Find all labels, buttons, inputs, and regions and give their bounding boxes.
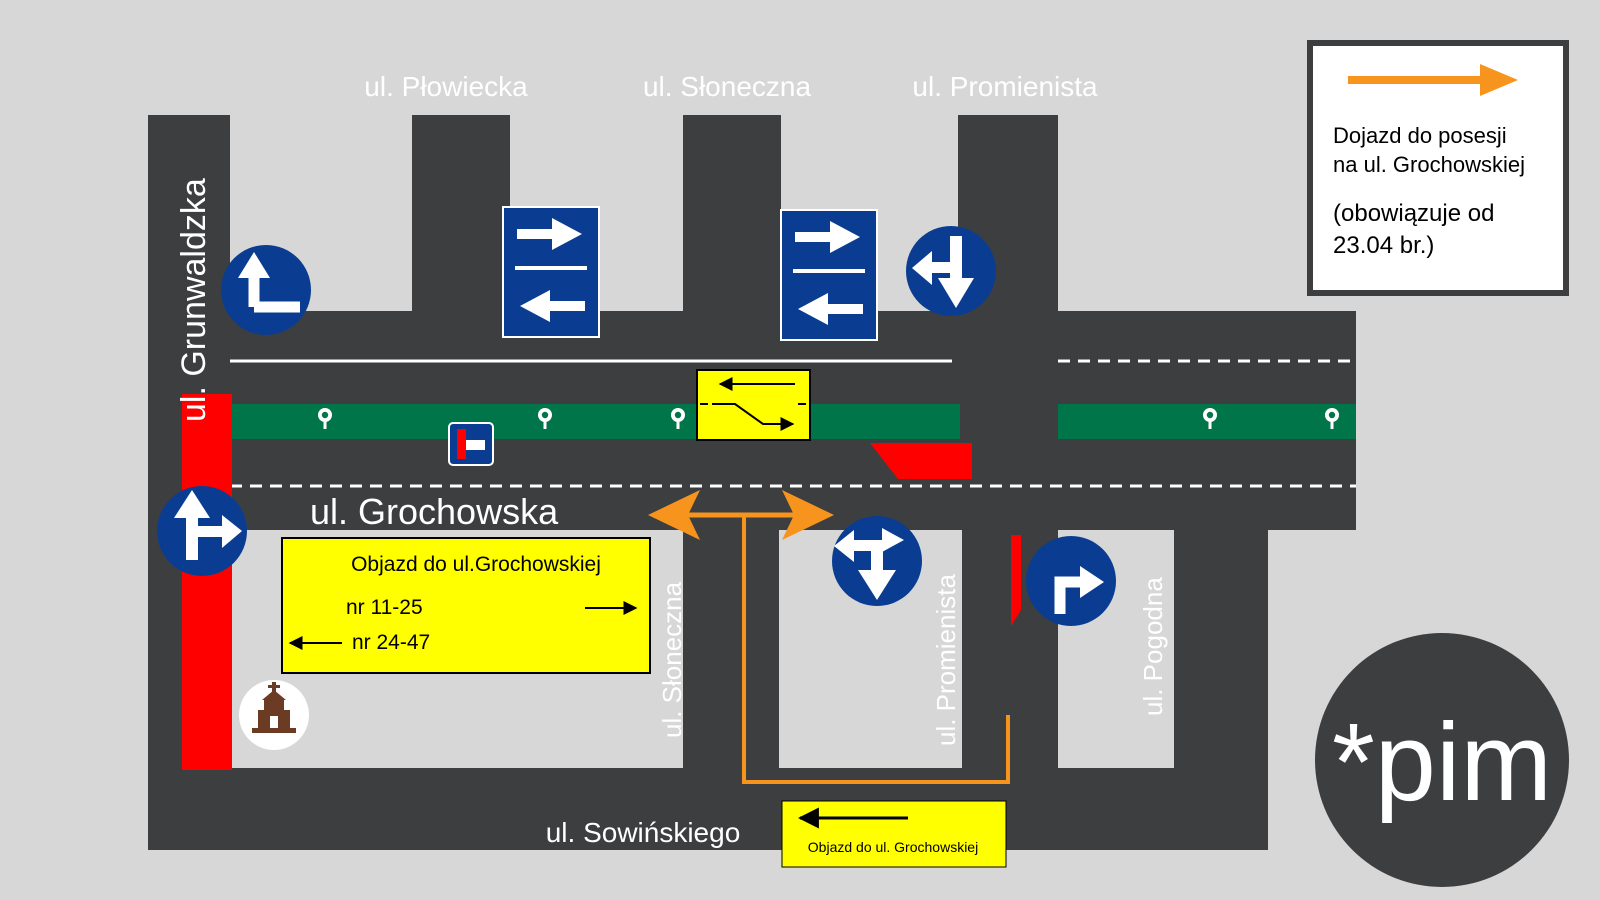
dead-end-sign-icon (448, 422, 494, 466)
label-grunwaldzka: ul. Grunwaldzka (175, 178, 213, 422)
detour-right-range: nr 11-25 (346, 596, 423, 619)
label-promienista-bottom: ul. Promienista (931, 574, 961, 746)
road-sloneczna-north (683, 115, 781, 320)
label-sloneczna-bottom: ul. Słoneczna (657, 581, 687, 738)
legend-line-3: (obowiązuje od (1333, 200, 1494, 227)
road-network (148, 115, 1356, 850)
median-west (230, 404, 960, 439)
turn-left-sign-icon (221, 245, 311, 335)
legend-line-2: na ul. Grochowskiej (1333, 152, 1525, 177)
lane-shift-sign-icon (696, 369, 811, 441)
detour-left-range: nr 24-47 (352, 631, 430, 654)
road-sowinskiego (148, 768, 1268, 850)
closures (182, 394, 1021, 770)
label-pogodna: ul. Pogodna (1138, 577, 1168, 716)
road-sloneczna-south (683, 520, 779, 790)
label-sloneczna-top: ul. Słoneczna (643, 71, 812, 102)
two-way-lanes-sign-icon (780, 209, 878, 341)
label-plowiecka: ul. Płowiecka (364, 71, 528, 102)
legend: Dojazd do posesji na ul. Grochowskiej (o… (1307, 40, 1569, 296)
turn-right-sign-icon (1026, 536, 1116, 626)
legend-line-4: 23.04 br.) (1333, 232, 1434, 259)
road-plowiecka (412, 115, 510, 320)
street-labels: ul. Płowiecka ul. Słoneczna ul. Promieni… (175, 71, 1168, 848)
church-icon (239, 680, 309, 750)
lane-markings (230, 359, 1356, 488)
straight-or-left-down-sign-icon (832, 516, 922, 606)
closure-grunwaldzka (182, 394, 232, 770)
two-way-lanes-sign-icon (502, 206, 600, 338)
label-promienista-top: ul. Promienista (912, 71, 1098, 102)
straight-or-left-sign-icon (906, 226, 996, 316)
detour-title: Objazd do ul.Grochowskiej (351, 553, 601, 576)
label-grochowska: ul. Grochowska (310, 491, 559, 532)
detour-arrow-right-icon (782, 490, 834, 540)
legend-arrowhead-icon (1480, 64, 1518, 96)
bottom-detour-sign: Objazd do ul. Grochowskiej (781, 800, 1007, 868)
detour-info-sign: Objazd do ul.Grochowskiej nr 11-25 nr 24… (281, 537, 651, 674)
detour-arrow-left-icon (648, 490, 700, 540)
closure-grochowska (870, 443, 972, 479)
closure-promienista (1011, 535, 1021, 626)
bottom-sign-text: Objazd do ul. Grochowskiej (808, 839, 978, 855)
label-sowinskiego: ul. Sowińskiego (546, 817, 741, 848)
straight-or-right-sign-icon (157, 486, 247, 576)
logo-text: *pim (1332, 701, 1552, 824)
legend-line-1: Dojazd do posesji (1333, 123, 1507, 148)
detour-route (648, 490, 1010, 784)
pim-logo: *pim (1315, 633, 1569, 887)
